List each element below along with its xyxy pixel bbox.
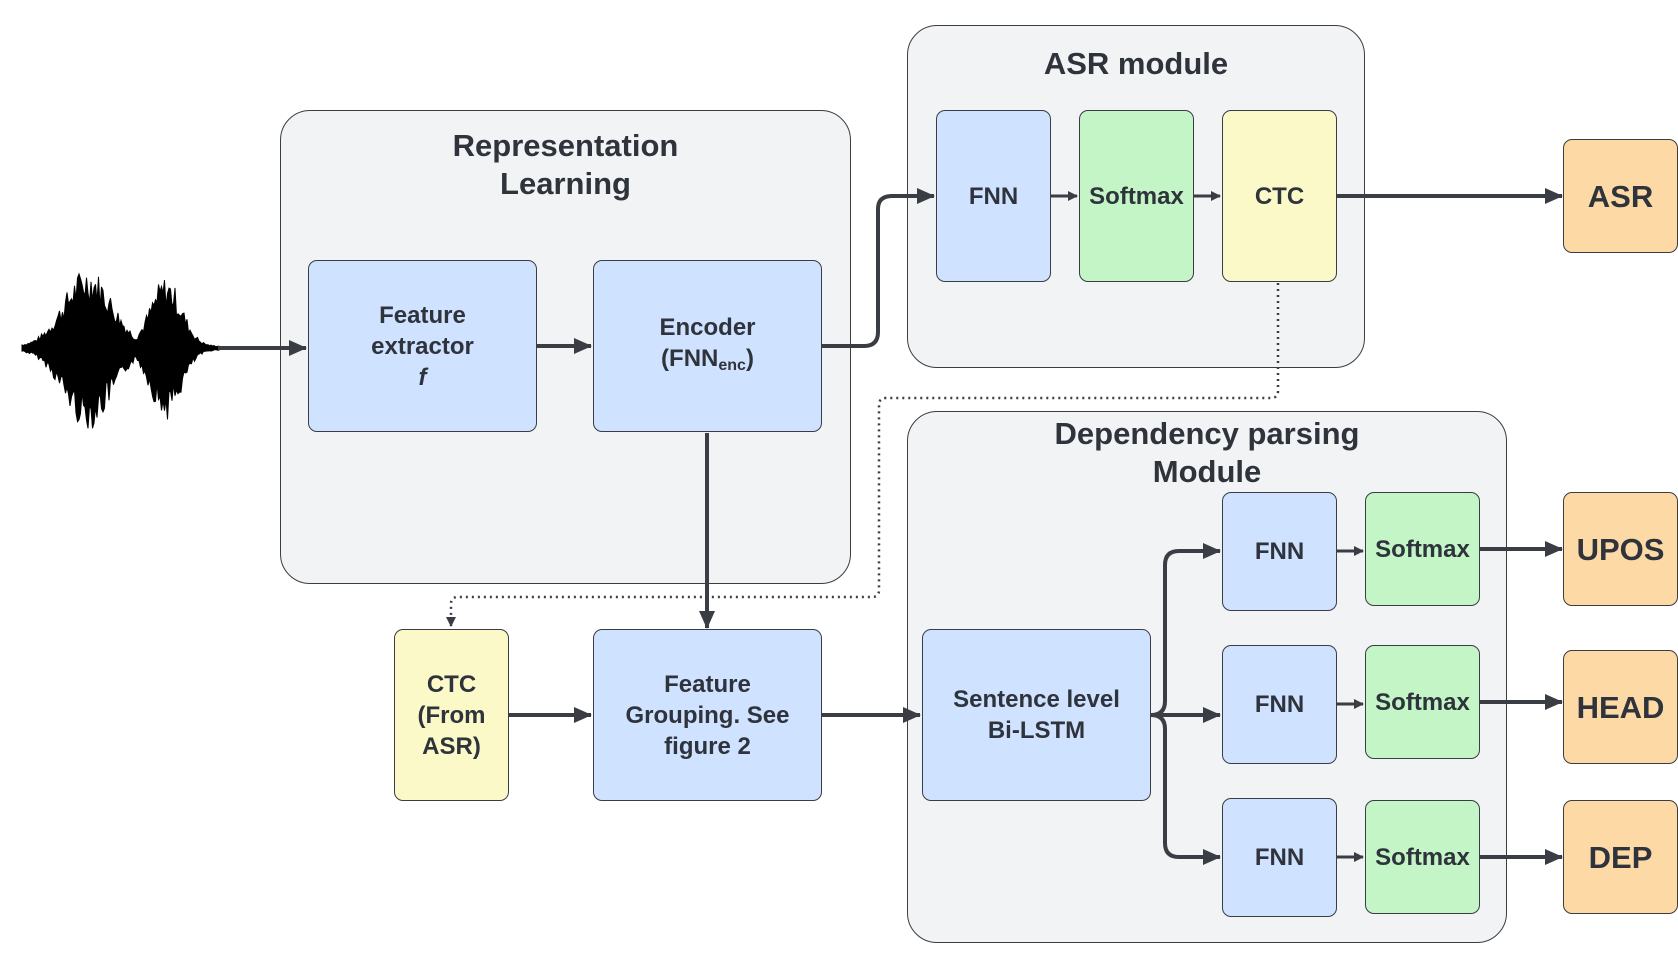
feature-extractor-node: Feature extractor f <box>308 260 537 432</box>
dep-fnn-node: FNN <box>1222 798 1337 917</box>
upos-softmax-node: Softmax <box>1365 492 1480 606</box>
bilstm-node: Sentence level Bi-LSTM <box>922 629 1151 801</box>
arrow-encoder-to-asr-fnn <box>822 188 935 348</box>
arrow-bilstm-to-dep-fnn <box>1150 713 1221 865</box>
asr-fnn-node: FNN <box>936 110 1051 282</box>
dep-output-node: DEP <box>1563 800 1678 914</box>
asr-ctc-node: CTC <box>1222 110 1337 282</box>
audio-waveform-icon <box>21 272 222 429</box>
head-fnn-node: FNN <box>1222 645 1337 764</box>
upos-output-node: UPOS <box>1563 492 1678 606</box>
asr-softmax-node: Softmax <box>1079 110 1194 282</box>
feature-grouping-node: Feature Grouping. See figure 2 <box>593 629 822 801</box>
asr-output-node: ASR <box>1563 139 1678 253</box>
dependency-parsing-title: Dependency parsing Module <box>1054 416 1360 489</box>
dotted-arrow-ctc-to-ctc-from-asr <box>446 283 1280 627</box>
encoder-node: Encoder (FNNenc) <box>593 260 822 432</box>
asr-module-title: ASR module <box>1043 46 1229 81</box>
head-output-node: HEAD <box>1563 650 1678 764</box>
dep-softmax-node: Softmax <box>1365 800 1480 914</box>
ctc-from-asr-node: CTC (From ASR) <box>394 629 509 801</box>
upos-fnn-node: FNN <box>1222 492 1337 611</box>
representation-learning-title: Representation Learning <box>452 128 679 201</box>
head-softmax-node: Softmax <box>1365 645 1480 759</box>
arrow-bilstm-to-upos-fnn <box>1150 543 1221 717</box>
